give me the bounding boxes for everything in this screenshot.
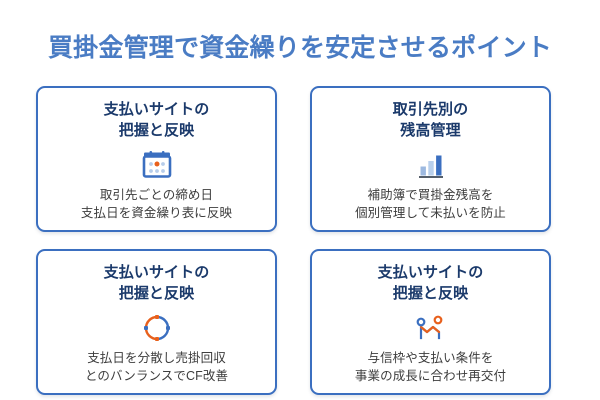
balance-ring-icon [142,311,172,345]
card-heading: 支払いサイトの 把握と反映 [377,264,484,303]
card-body: 支払日を分散し売掛回収 とのバンランスでCF改善 [84,350,229,384]
line-chart-icon [416,311,446,345]
calendar-icon [142,148,172,182]
card-payment-site-2[interactable]: 支払いサイトの 把握と反映 支払日を分散し売掛回収 とのバンランスでCF改善 [36,249,277,395]
bar-chart-icon [417,148,445,182]
card-payment-site-1[interactable]: 支払いサイトの 把握と反映 取引先ごとの締め日 支払日を資金繰り表に反映 [36,86,277,232]
card-payment-site-3[interactable]: 支払いサイトの 把握と反映 与信枠や支払い条件を 事業の成長に合わせ再交付 [310,249,551,395]
card-heading: 取引先別の 残高管理 [392,101,469,140]
card-body: 与信枠や支払い条件を 事業の成長に合わせ再交付 [354,350,507,384]
card-balance-management[interactable]: 取引先別の 残高管理 補助簿で買掛金残高を 個別管理して未払いを防止 [310,86,551,232]
card-grid: 支払いサイトの 把握と反映 取引先ごとの締め日 支払日を資金繰り表に反映 [36,86,564,395]
page-title: 買掛金管理で資金繰りを安定させるポイント [47,34,552,62]
card-heading: 支払いサイトの 把握と反映 [103,264,210,303]
card-body: 取引先ごとの締め日 支払日を資金繰り表に反映 [80,187,233,221]
card-heading: 支払いサイトの 把握と反映 [103,101,210,140]
card-body: 補助簿で買掛金残高を 個別管理して未払いを防止 [355,187,506,221]
